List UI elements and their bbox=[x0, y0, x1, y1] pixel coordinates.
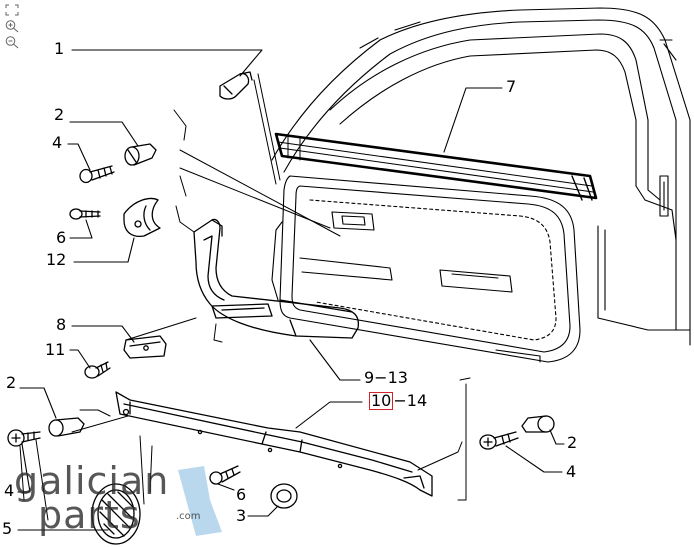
callout-2-top[interactable]: 2 bbox=[54, 105, 65, 124]
push-clip-part-2-right bbox=[521, 415, 555, 433]
callout-8[interactable]: 8 bbox=[56, 315, 67, 334]
callout-7[interactable]: 7 bbox=[506, 77, 517, 96]
callout-4-right[interactable]: 4 bbox=[566, 462, 577, 481]
door-inner-panel bbox=[271, 175, 581, 363]
zoom-toolbar bbox=[4, 3, 22, 49]
door-frame-outline bbox=[271, 7, 691, 346]
cover-cap-part-12 bbox=[123, 197, 161, 238]
watermark-suffix: .com bbox=[176, 511, 201, 522]
callout-10-14[interactable]: 10 −14 bbox=[369, 392, 427, 410]
callout-2-right[interactable]: 2 bbox=[567, 433, 578, 452]
zoom-in-button[interactable] bbox=[4, 19, 20, 33]
screw-part-4-left bbox=[7, 429, 41, 447]
screw-part-11 bbox=[84, 361, 111, 379]
rosette-part-5 bbox=[91, 483, 141, 545]
callout-2-left[interactable]: 2 bbox=[6, 373, 17, 392]
screw-part-6-top bbox=[69, 208, 101, 220]
window-seal-strip bbox=[274, 132, 598, 201]
watermark-line-2: parts bbox=[38, 493, 141, 537]
fit-view-icon bbox=[5, 4, 19, 16]
callout-11[interactable]: 11 bbox=[45, 340, 66, 359]
lower-trim-strip bbox=[115, 391, 433, 497]
callout-4-left[interactable]: 4 bbox=[4, 481, 15, 500]
callout-3[interactable]: 3 bbox=[236, 506, 247, 525]
screw-part-4-top bbox=[79, 165, 115, 184]
callout-10-14-range: −14 bbox=[393, 391, 428, 410]
push-clip-part-2-top bbox=[124, 143, 157, 166]
bracket-part-8 bbox=[123, 335, 167, 359]
zoom-out-button[interactable] bbox=[4, 35, 20, 49]
callout-5[interactable]: 5 bbox=[2, 519, 13, 538]
push-clip-part-2-left bbox=[48, 417, 85, 437]
callout-1[interactable]: 1 bbox=[54, 39, 65, 58]
screw-part-4-right bbox=[479, 431, 519, 450]
fit-view-button[interactable] bbox=[4, 3, 20, 17]
callout-4-top[interactable]: 4 bbox=[52, 133, 63, 152]
callout-12[interactable]: 12 bbox=[46, 250, 67, 269]
assembly-guide-lines bbox=[19, 73, 471, 521]
clip-part-1 bbox=[219, 71, 253, 100]
screw-part-6-bottom bbox=[209, 465, 241, 485]
callout-6-top[interactable]: 6 bbox=[56, 228, 67, 247]
callout-leaders bbox=[17, 49, 565, 531]
armrest-assembly bbox=[193, 218, 360, 339]
callout-10-highlight[interactable]: 10 bbox=[369, 391, 394, 410]
grommet-part-3 bbox=[270, 483, 298, 509]
zoom-out-icon bbox=[5, 36, 19, 49]
callout-6-bottom[interactable]: 6 bbox=[236, 485, 247, 504]
callout-9-13[interactable]: 9−13 bbox=[364, 368, 408, 387]
watermark-line-1: galician bbox=[14, 459, 170, 503]
zoom-in-icon bbox=[5, 20, 19, 33]
